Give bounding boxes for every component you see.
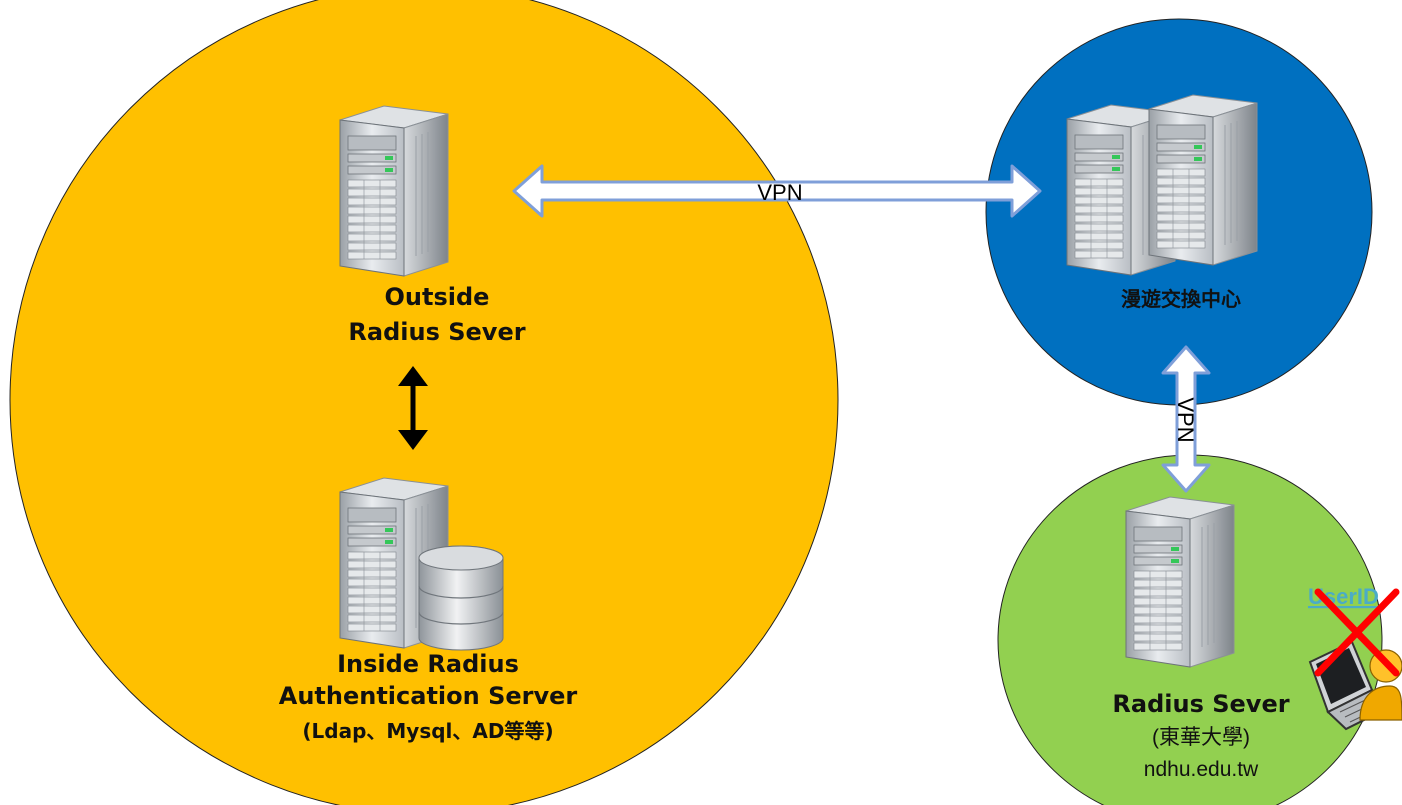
double-arrow-icon [398,366,428,450]
database-icon [418,545,504,651]
outside-server-label-line2: Radius Sever [348,318,525,346]
inside-server-label-line2: Authentication Server [279,682,578,710]
vpn-vertical-arrow [1161,345,1211,493]
vpn-vertical-label: VPN [1173,397,1198,442]
inside-server-label-line1: Inside Radius [337,650,519,678]
tower-server-icon [339,105,449,277]
red-x-icon [1314,588,1400,677]
vpn-horizontal-arrow [512,164,1042,218]
roaming-center-label: 漫遊交換中心 [1121,287,1241,311]
outside-server-label-line1: Outside [385,283,490,311]
school-server-sub-label: (東華大學) [1152,726,1250,749]
vpn-horizontal-label: VPN [757,180,802,205]
school-server-label: Radius Sever [1112,690,1289,718]
dual-server-icon [1148,94,1258,266]
tower-server-icon [1125,496,1235,668]
inside-server-label-line3: (Ldap、Mysql、AD等等) [302,719,553,743]
school-server-domain: ndhu.edu.tw [1144,758,1259,781]
